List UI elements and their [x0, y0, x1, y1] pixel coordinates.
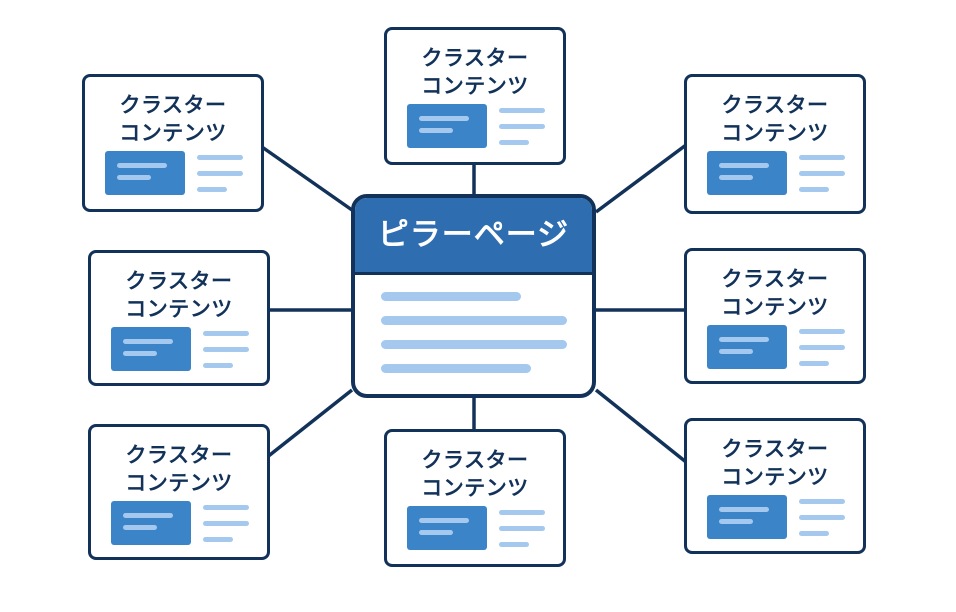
text-line: [799, 171, 845, 176]
text-line: [799, 499, 845, 504]
text-line: [197, 155, 243, 160]
text-line: [203, 505, 249, 510]
cluster-card-bottom-center: クラスター コンテンツ: [384, 429, 566, 567]
cluster-card-top-center: クラスター コンテンツ: [384, 27, 566, 165]
text-line: [197, 187, 227, 192]
cluster-card-top-left: クラスター コンテンツ: [82, 74, 264, 212]
thumbnail-image: [707, 325, 787, 369]
connector-top-right: [594, 143, 688, 214]
connector-bottom-right: [594, 388, 688, 464]
connector-bottom-left: [264, 388, 354, 460]
text-line: [381, 364, 531, 373]
cluster-card-title: クラスター コンテンツ: [421, 448, 529, 500]
pillar-page-card: ピラーページ: [351, 194, 596, 398]
thumbnail-image: [105, 151, 185, 195]
text-line: [499, 108, 545, 113]
cluster-card-bottom-left: クラスター コンテンツ: [88, 424, 270, 560]
text-line: [499, 124, 545, 129]
text-line: [203, 521, 249, 526]
text-line: [203, 347, 249, 352]
cluster-card-title: クラスター コンテンツ: [721, 437, 829, 489]
text-line: [799, 515, 845, 520]
text-line: [499, 510, 545, 515]
cluster-card-top-right: クラスター コンテンツ: [684, 74, 866, 214]
text-line: [499, 140, 529, 145]
cluster-card-bottom-right: クラスター コンテンツ: [684, 418, 866, 554]
text-line: [197, 171, 243, 176]
text-line: [799, 187, 829, 192]
thumbnail-image: [707, 151, 787, 195]
text-line: [799, 345, 845, 350]
cluster-card-title: クラスター コンテンツ: [421, 46, 529, 98]
cluster-card-title: クラスター コンテンツ: [125, 443, 233, 495]
text-line: [381, 340, 567, 349]
text-line: [799, 531, 829, 536]
text-line: [381, 316, 567, 325]
thumbnail-image: [111, 327, 191, 371]
text-line: [381, 292, 521, 301]
text-line: [799, 361, 829, 366]
connector-top-left: [260, 145, 354, 212]
pillar-page-title: ピラーページ: [355, 198, 592, 275]
text-line: [799, 155, 845, 160]
text-line: [203, 331, 249, 336]
cluster-card-middle-left: クラスター コンテンツ: [88, 250, 270, 386]
thumbnail-image: [407, 506, 487, 550]
cluster-card-title: クラスター コンテンツ: [721, 267, 829, 319]
cluster-card-middle-right: クラスター コンテンツ: [684, 248, 866, 384]
thumbnail-image: [707, 495, 787, 539]
cluster-card-title: クラスター コンテンツ: [125, 269, 233, 321]
text-line: [203, 537, 233, 542]
cluster-card-title: クラスター コンテンツ: [119, 93, 227, 145]
text-line: [203, 363, 233, 368]
text-line: [499, 526, 545, 531]
text-line: [799, 329, 845, 334]
text-line: [499, 542, 529, 547]
thumbnail-image: [407, 104, 487, 148]
thumbnail-image: [111, 501, 191, 545]
cluster-card-title: クラスター コンテンツ: [721, 93, 829, 145]
